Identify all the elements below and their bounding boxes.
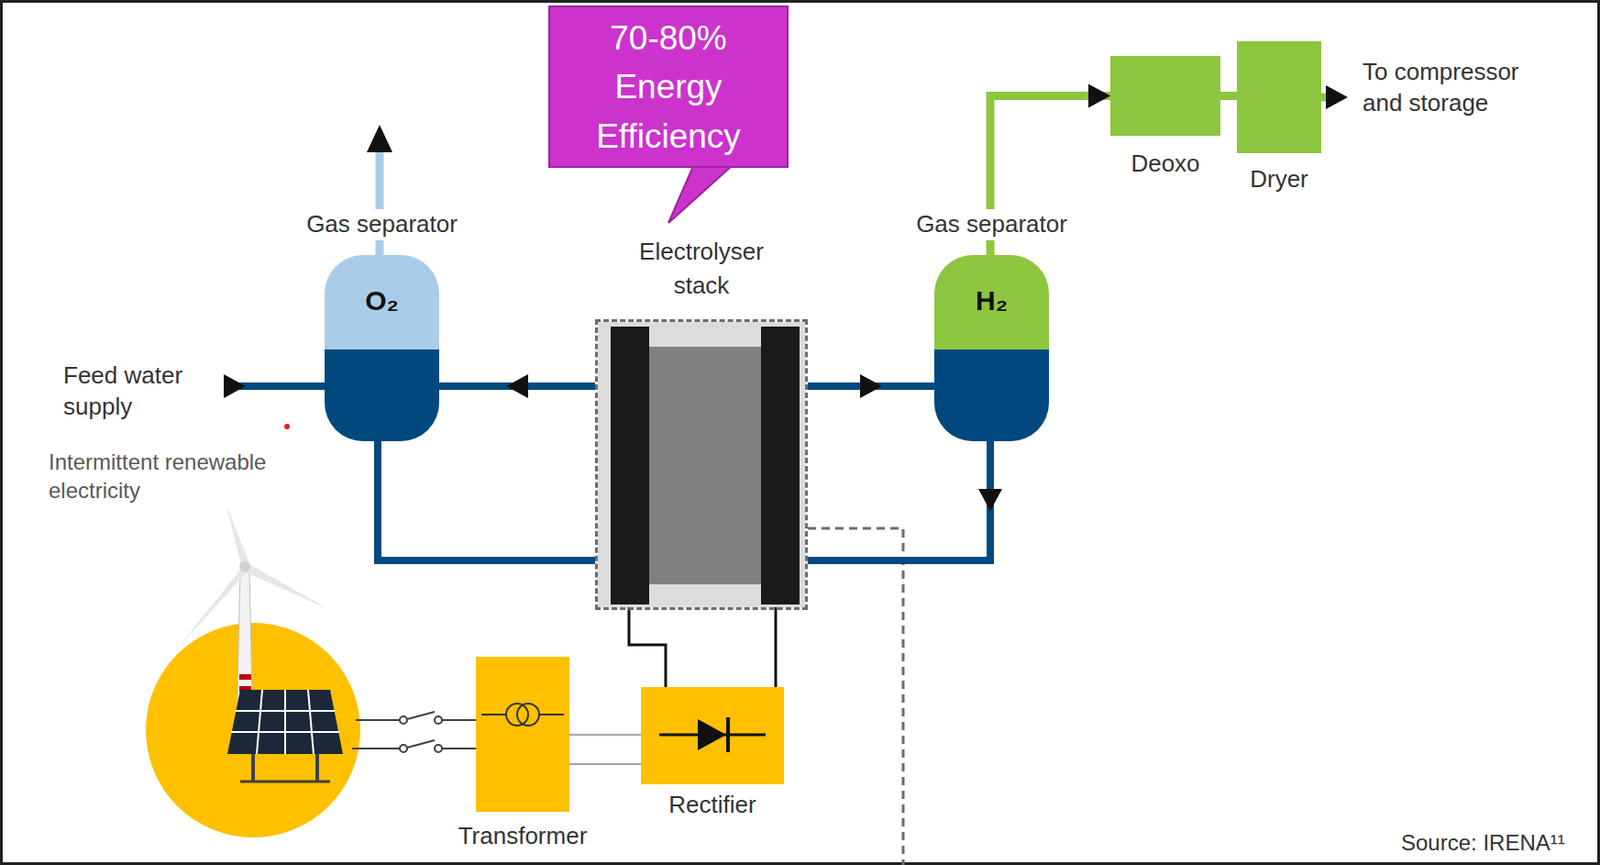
connector-group: [569, 734, 641, 764]
solar-panel-grid: [231, 689, 340, 754]
shape-graphic: [934, 254, 1049, 442]
grid-line: [308, 689, 314, 754]
switch-blade: [407, 739, 435, 748]
node-label: Deoxo: [1130, 148, 1200, 180]
transformer-box: Transformer: [475, 656, 570, 812]
connector-group: [628, 603, 776, 687]
arrow-head: [1325, 85, 1348, 110]
node-label: Dryer: [1249, 164, 1309, 196]
tank-gas-space: [324, 254, 440, 442]
deoxo-unit: Deoxo: [1110, 55, 1221, 136]
membrane: [649, 346, 762, 585]
arrow-head: [978, 488, 1003, 511]
pipe-connector: [1220, 91, 1237, 100]
pipe-connector: [628, 603, 776, 687]
tank-liquid: [324, 349, 440, 442]
panel-base: [240, 780, 331, 784]
shape-graphic: [324, 254, 440, 442]
renewable-source-icon: [145, 505, 361, 838]
grid-line: [284, 689, 287, 754]
arrow-head: [1088, 84, 1111, 109]
annotation-label: Source: IRENA¹¹: [1401, 827, 1566, 857]
node-label: Rectifier: [668, 789, 756, 821]
electrode: [761, 326, 800, 605]
wire: [355, 718, 400, 721]
switch-lines: [352, 711, 476, 752]
tank-liquid: [934, 349, 1049, 442]
node-label: Transformer: [458, 820, 588, 852]
tower-stripe: [239, 673, 252, 680]
shape-graphic: [1236, 41, 1322, 154]
pipe-connector: [807, 439, 991, 561]
gas-separator-tank: Gas separatorO₂: [324, 254, 440, 442]
shape-graphic: [640, 686, 784, 784]
transformer-wire: [481, 713, 507, 716]
diode-bar: [726, 717, 730, 752]
transformer-coil: [517, 703, 540, 726]
tank-liquid: [934, 349, 1049, 396]
dashed-boundary-line: [807, 528, 904, 865]
connector-group: [439, 374, 596, 398]
rectifier-box: Rectifier: [640, 686, 784, 784]
stack-frame: [597, 321, 806, 607]
connector-group: [807, 374, 935, 398]
node-label: 70-80% Energy Efficiency: [572, 12, 765, 161]
turbine-blade: [226, 505, 250, 565]
connector-group: [377, 439, 596, 561]
arrow-head: [860, 374, 883, 398]
wire: [441, 747, 476, 750]
grid-line: [235, 709, 335, 712]
arrow-head: [366, 124, 393, 153]
panel-leg: [315, 753, 320, 782]
node-sublabel: O₂: [324, 282, 440, 319]
arrow-head: [223, 374, 246, 398]
turbine-hub: [239, 561, 251, 573]
arrow-head: [506, 374, 529, 398]
pipe-connector: [377, 439, 596, 561]
connector-group: [807, 439, 1003, 561]
solar-panel: [227, 689, 343, 754]
callout-box: 70-80% Energy Efficiency: [548, 5, 789, 168]
annotation-label: To compressor and storage: [1362, 56, 1546, 120]
tank-liquid: [324, 349, 440, 396]
turbine-blade: [178, 568, 247, 647]
node-label: Gas separator: [301, 209, 463, 241]
switch-blade: [407, 711, 435, 719]
wire: [441, 718, 476, 721]
shape-graphic: [597, 321, 806, 607]
tank-gas-space: [934, 254, 1049, 442]
switch-contact: [399, 744, 408, 752]
switch-contact: [434, 744, 442, 752]
gas-separator-tank: Gas separatorH₂: [934, 254, 1049, 442]
diode-triangle: [697, 718, 727, 751]
source-circle: [145, 622, 361, 838]
switch-contact: [434, 716, 442, 724]
wire: [352, 747, 400, 750]
grid-line: [256, 689, 263, 754]
panel-leg: [251, 753, 255, 782]
shape-graphic: [475, 656, 570, 812]
electrolyser-stack: Electrolyser stack: [595, 319, 808, 610]
node-sublabel: H₂: [934, 282, 1049, 319]
dryer-unit: Dryer: [1236, 41, 1322, 154]
switch-contact: [399, 716, 408, 724]
connector-group: [1220, 95, 1237, 97]
node-label: Gas separator: [911, 209, 1072, 241]
electrode: [610, 326, 650, 605]
annotation-label: Intermittent renewable electricity: [48, 447, 324, 505]
red-dot: [284, 423, 290, 430]
node-label: Electrolyser stack: [621, 234, 783, 304]
annotation-label: Feed water supply: [63, 360, 201, 423]
shape-graphic: [1110, 55, 1221, 136]
grid-line: [231, 730, 340, 733]
pipe-connector: [569, 734, 641, 764]
transformer-wire: [539, 713, 564, 716]
turbine-blade: [245, 562, 329, 609]
